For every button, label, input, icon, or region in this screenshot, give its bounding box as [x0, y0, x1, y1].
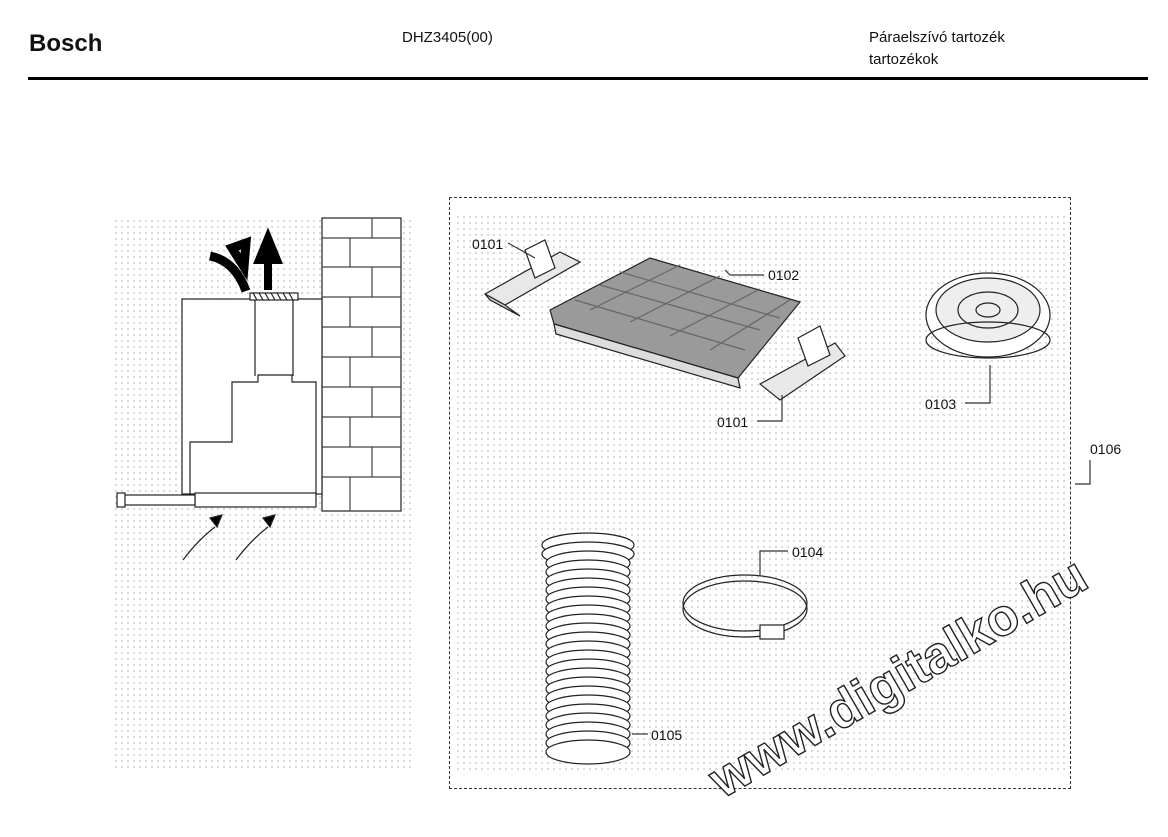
hose-clamp-drawing	[682, 574, 808, 640]
part-label-0101-bracket-right[interactable]: 0101	[717, 414, 749, 430]
category-subtitle: tartozékok	[869, 51, 939, 68]
filter-brackets-drawing	[483, 239, 846, 401]
carbon-filter-drawing	[549, 257, 802, 389]
model-number: DHZ3405(00)	[402, 29, 493, 46]
cooker-hood-illustration	[116, 227, 323, 561]
label-leader-lines	[507, 242, 1091, 735]
part-label-0105-duct[interactable]: 0105	[651, 727, 683, 743]
part-label-0101-bracket-left[interactable]: 0101	[472, 236, 504, 252]
round-filter-drawing	[925, 272, 1051, 359]
part-label-0102-filter[interactable]: 0102	[768, 267, 800, 283]
category-title: Páraelszívó tartozék	[869, 29, 1005, 46]
part-label-0106-kit[interactable]: 0106	[1090, 441, 1122, 457]
header-divider	[28, 77, 1148, 80]
part-label-0104-clamp[interactable]: 0104	[792, 544, 824, 560]
flexible-duct-drawing	[541, 532, 635, 765]
brick-wall	[321, 217, 402, 512]
accessory-kit-boundary	[449, 197, 1071, 789]
brand-name: Bosch	[29, 30, 103, 57]
part-label-0103-round-filter[interactable]: 0103	[925, 396, 957, 412]
duct-ring	[545, 739, 631, 765]
